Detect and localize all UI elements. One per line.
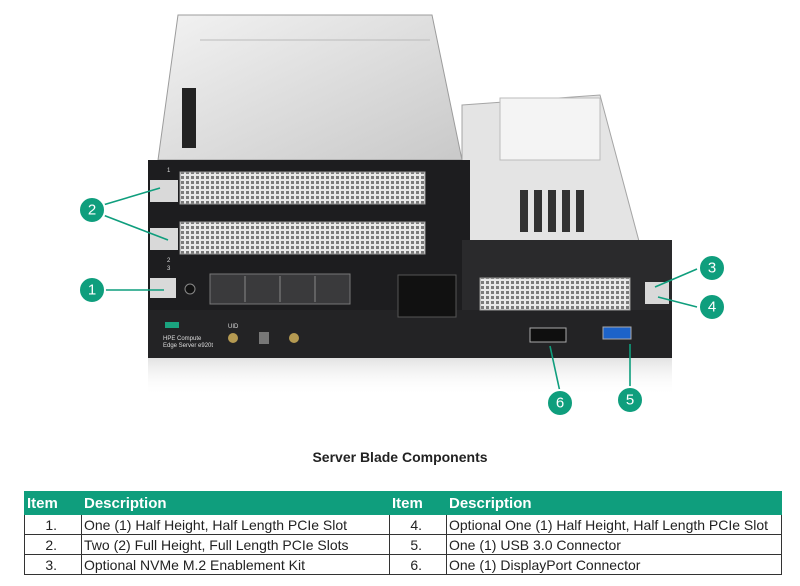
- brand-line1: HPE Compute: [163, 336, 202, 342]
- svg-text:1: 1: [88, 282, 96, 299]
- callout-6: 6: [546, 389, 574, 417]
- leader-lines: [102, 187, 698, 393]
- svg-text:4: 4: [708, 299, 716, 316]
- memory-modules: [520, 190, 584, 232]
- svg-text:5: 5: [626, 392, 634, 409]
- table-header-row: Item Description Item Description: [24, 491, 782, 515]
- slot-number-low: 3: [167, 266, 171, 272]
- item-number: 6.: [389, 554, 447, 575]
- top-cover: [157, 14, 463, 161]
- cover-slot: [182, 88, 196, 148]
- components-table: Item Description Item Description 1. One…: [24, 491, 782, 575]
- power-button-icon[interactable]: [289, 333, 299, 343]
- components-table-wrap: Item Description Item Description 1. One…: [24, 491, 782, 575]
- pcie-slot-full-lower: [179, 221, 426, 255]
- item-description: Optional NVMe M.2 Enablement Kit: [81, 554, 390, 575]
- svg-text:3: 3: [708, 260, 716, 277]
- latch-hole: [184, 283, 196, 295]
- port-dividers: [244, 276, 316, 302]
- pcie-slot-half-optional: [479, 277, 631, 311]
- table-row: 1. One (1) Half Height, Half Length PCIe…: [24, 514, 782, 535]
- item-description: One (1) DisplayPort Connector: [446, 554, 782, 575]
- usb-connector[interactable]: [602, 326, 632, 340]
- reflection: [148, 358, 672, 396]
- uid-button-icon[interactable]: [228, 333, 238, 343]
- bracket-tab-upper: [150, 180, 178, 202]
- item-number: 1.: [24, 514, 82, 535]
- slot-number-top: 1: [167, 168, 171, 174]
- item-description: One (1) USB 3.0 Connector: [446, 534, 782, 555]
- server-blade-diagram: 1 2 3 HPE Compute Edge Server e920t UID …: [78, 14, 726, 417]
- displayport-connector[interactable]: [529, 327, 567, 343]
- header-item-right: Item: [389, 491, 447, 515]
- item-number: 4.: [389, 514, 447, 535]
- item-number: 2.: [24, 534, 82, 555]
- brand-line2: Edge Server e920t: [163, 343, 213, 349]
- bracket-tab-half: [150, 278, 176, 298]
- health-led-icon: [259, 332, 269, 344]
- item-description: Optional One (1) Half Height, Half Lengt…: [446, 514, 782, 535]
- item-number: 5.: [389, 534, 447, 555]
- header-description-left: Description: [81, 491, 390, 515]
- item-description: Two (2) Full Height, Full Length PCIe Sl…: [81, 534, 390, 555]
- figure-caption: Server Blade Components: [312, 449, 488, 465]
- uid-label: UID: [228, 324, 239, 330]
- callout-5: 5: [616, 386, 644, 414]
- item-description: One (1) Half Height, Half Length PCIe Sl…: [81, 514, 390, 535]
- table-row: 3. Optional NVMe M.2 Enablement Kit 6. O…: [24, 554, 782, 575]
- item-number: 3.: [24, 554, 82, 575]
- callout-3: 3: [698, 254, 726, 282]
- pcie-slot-full-upper: [179, 171, 426, 205]
- header-description-right: Description: [446, 491, 782, 515]
- header-item-left: Item: [24, 491, 82, 515]
- brand-led-bar: [165, 322, 179, 328]
- label-plate: [499, 97, 601, 161]
- callout-1: 1: [78, 276, 106, 304]
- svg-text:6: 6: [556, 395, 564, 412]
- callout-4: 4: [698, 293, 726, 321]
- callout-2: 2: [78, 196, 106, 224]
- table-row: 2. Two (2) Full Height, Full Length PCIe…: [24, 534, 782, 555]
- slot-number-mid: 2: [167, 258, 171, 264]
- fan-grille: [397, 274, 457, 318]
- svg-text:2: 2: [88, 202, 96, 219]
